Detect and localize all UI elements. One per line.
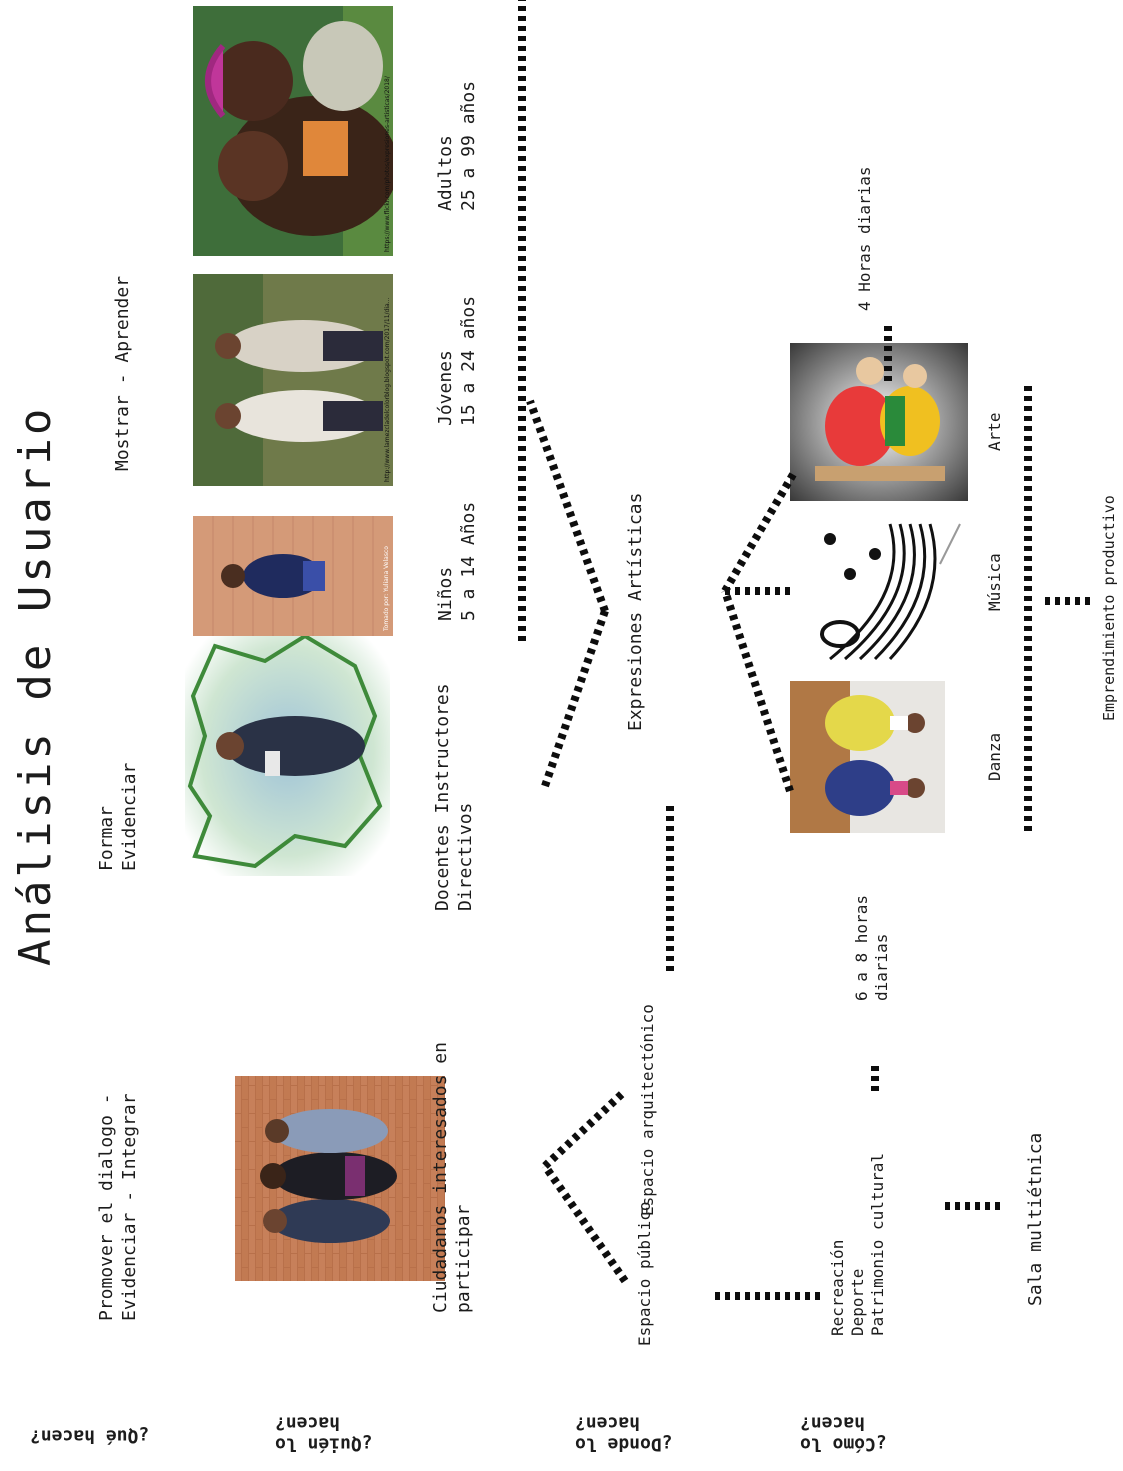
caption-adultos: https://www.flickr.com/photos/expresione… [384, 75, 391, 252]
photo-adultos: https://www.flickr.com/photos/expresione… [193, 6, 393, 256]
photo-arte [790, 343, 968, 501]
line-danza-branch [721, 589, 794, 793]
photo-docentes [185, 626, 390, 876]
line-expresiones-left [541, 609, 609, 788]
photo-danza [790, 681, 945, 833]
photo-ninos: Tomado por: Yuliana Velasco [193, 516, 393, 636]
caption-jovenes: http://www.lamezcladelcolorblog.blogspot… [384, 297, 391, 482]
caption-ninos: Tomado por: Yuliana Velasco [383, 546, 390, 632]
line-espacio-left [541, 1163, 629, 1284]
photo-jovenes: http://www.lamezcladelcolorblog.blogspot… [193, 274, 393, 486]
photo-musica [790, 519, 965, 664]
line-arte-branch [721, 468, 799, 594]
line-espacio-right [542, 1088, 628, 1169]
photo-ciudadanos [235, 1076, 445, 1281]
line-expresiones-right [526, 399, 609, 613]
